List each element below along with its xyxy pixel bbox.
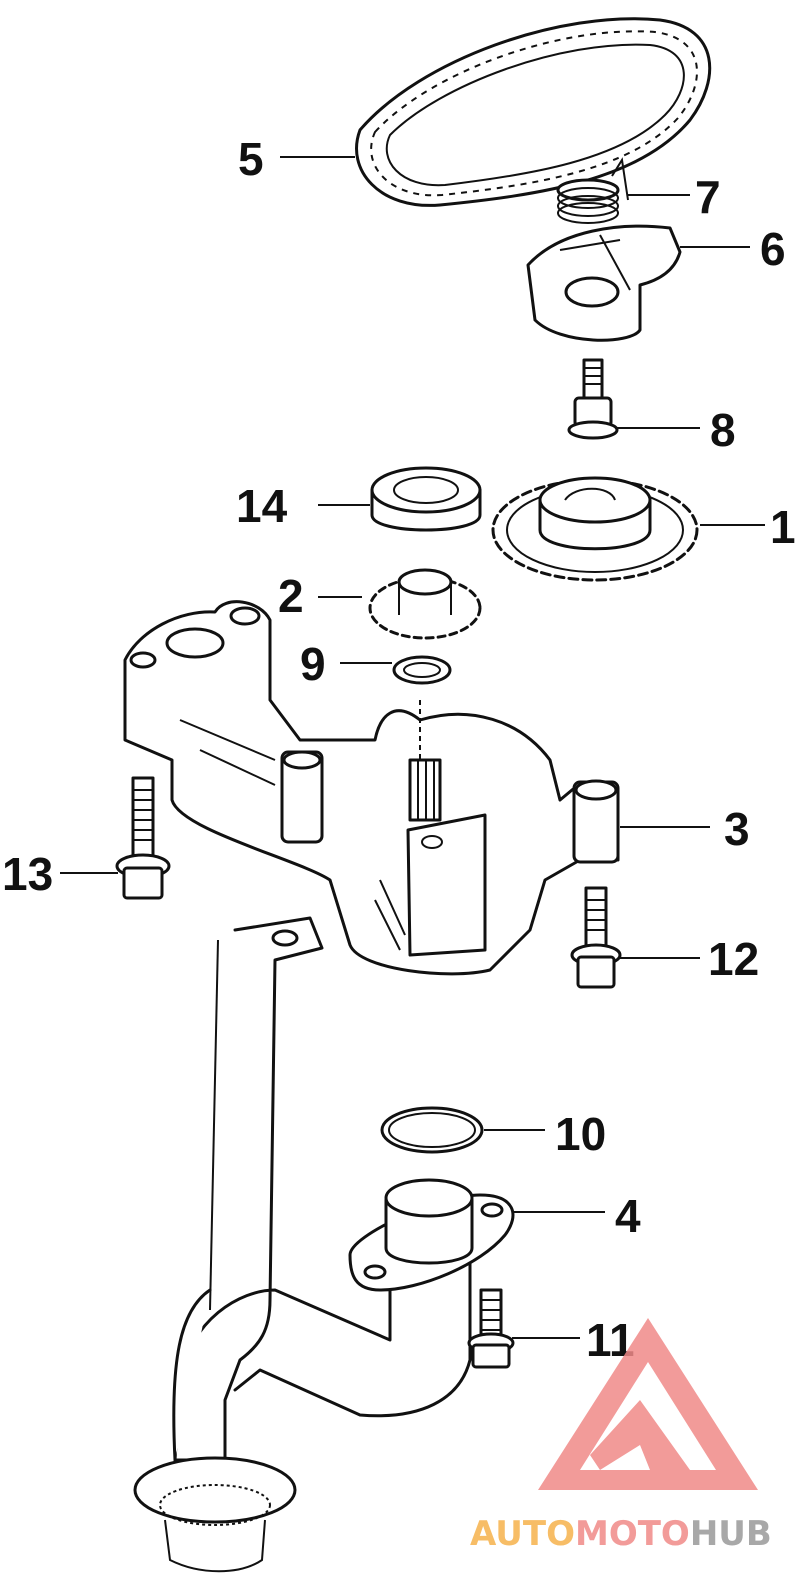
callout-10: 10: [555, 1108, 606, 1160]
part-8-pivot-bolt: [567, 358, 619, 440]
watermark-triangle-logo: [538, 1318, 758, 1490]
part-6-chain-tensioner: [526, 224, 682, 342]
callout-4: 4: [615, 1190, 641, 1242]
callout-13: 13: [2, 848, 53, 900]
part-2-drive-sprocket: [368, 568, 482, 640]
watermark-text: AUTOMOTOHUB: [470, 1514, 772, 1554]
callout-1: 1: [770, 501, 796, 553]
part-13-flange-bolt: [115, 776, 171, 900]
automotohub-watermark: AUTOMOTOHUB: [470, 1318, 772, 1554]
callout-5: 5: [238, 133, 264, 185]
callout-3: 3: [724, 803, 750, 855]
part-1-driven-sprocket: [491, 476, 699, 582]
part-11-flange-bolt: [467, 1288, 515, 1369]
part-12-flange-bolt: [570, 886, 622, 989]
part-oil-strainer-pipe: [133, 916, 472, 1573]
watermark-inner-mark: [590, 1400, 690, 1470]
part-14-bearing: [370, 466, 482, 532]
callout-14: 14: [236, 480, 288, 532]
watermark-text-moto: MOTO: [575, 1514, 690, 1554]
callout-2: 2: [278, 570, 304, 622]
part-10-o-ring: [380, 1106, 484, 1154]
watermark-text-hub: HUB: [690, 1514, 772, 1554]
watermark-text-auto: AUTO: [470, 1514, 575, 1554]
part-4-pipe-flange: [348, 1178, 515, 1292]
callout-6: 6: [760, 223, 786, 275]
part-3-oil-pump: [123, 600, 620, 976]
part-5-timing-chain: [355, 17, 712, 207]
callout-8: 8: [710, 404, 736, 456]
callout-9: 9: [300, 638, 326, 690]
part-9-washer: [392, 655, 452, 685]
part-7-tensioner-spring: [556, 157, 629, 224]
leader-lines: [60, 156, 765, 1339]
callout-12: 12: [708, 933, 759, 985]
callout-7: 7: [695, 171, 721, 223]
